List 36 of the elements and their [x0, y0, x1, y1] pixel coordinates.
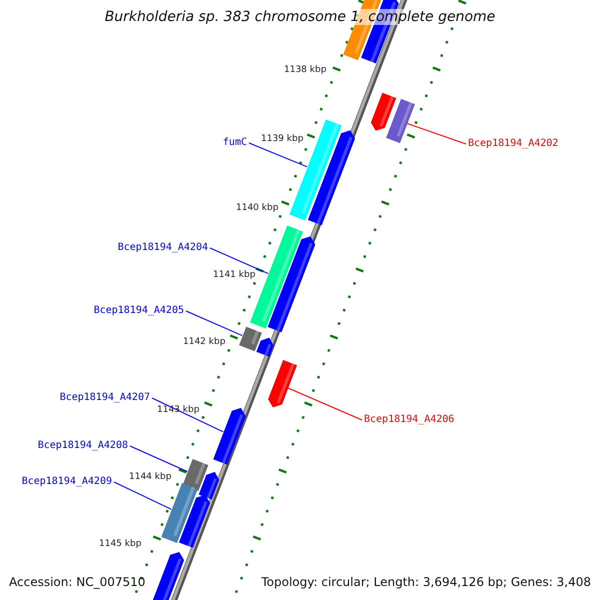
gene-feature — [238, 326, 262, 352]
gene-feature — [385, 98, 415, 144]
gene-label: Bcep18194_A4206 — [364, 414, 454, 426]
tick-label: 1141 kbp — [213, 270, 256, 281]
leader-line — [406, 123, 466, 144]
gene-label: Bcep18194_A4204 — [118, 242, 208, 254]
leader-line — [248, 142, 308, 168]
leader-line — [186, 310, 243, 336]
gene-label: Bcep18194_A4207 — [60, 392, 150, 404]
tick-label: 1145 kbp — [99, 539, 142, 550]
gene-feature — [256, 335, 276, 357]
tick-label: 1142 kbp — [183, 337, 226, 348]
gene-feature — [368, 92, 396, 134]
gene-label: Bcep18194_A4208 — [38, 440, 128, 452]
leader-line — [152, 398, 224, 432]
gene-feature — [212, 405, 248, 465]
gene-label: Bcep18194_A4202 — [468, 138, 558, 150]
gene-feature — [160, 482, 198, 544]
leader-line — [287, 388, 362, 420]
gene-feature — [182, 458, 208, 492]
tick-label: 1139 kbp — [261, 134, 304, 145]
tick-label: 1144 kbp — [129, 472, 172, 483]
gene-label: fumC — [222, 137, 247, 149]
leader-line — [114, 482, 172, 510]
gene-feature — [288, 119, 342, 221]
accession-label: Accession: NC_007510 — [9, 575, 146, 589]
tick-label: 1140 kbp — [236, 203, 278, 214]
leader-line — [210, 248, 269, 274]
tick-label: 1143 kbp — [157, 405, 200, 416]
gene-label: Bcep18194_A4205 — [94, 305, 184, 317]
gene-feature — [267, 234, 317, 332]
gene-label: Bcep18194_A4209 — [22, 476, 112, 488]
gene-feature — [150, 549, 186, 600]
leader-line — [130, 446, 188, 472]
genome-info: Topology: circular; Length: 3,694,126 bp; Genes: 3,408 — [261, 575, 591, 589]
tick-label: 1138 kbp — [284, 65, 326, 76]
